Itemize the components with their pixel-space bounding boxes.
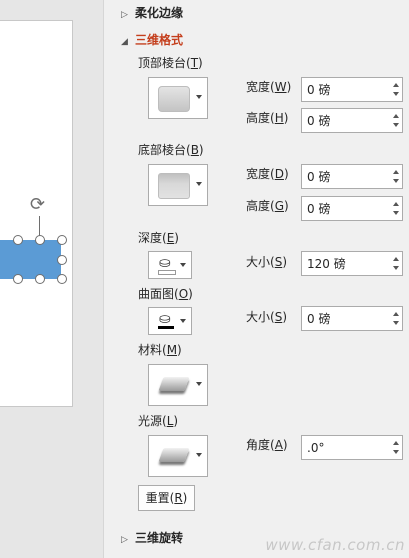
spin-down-icon[interactable] (393, 211, 399, 215)
spin-up-icon[interactable] (393, 83, 399, 87)
bottom-bevel-label: 底部棱台(B) (138, 143, 204, 157)
collapsed-arrow-icon: ▷ (121, 10, 128, 20)
resize-handle[interactable] (13, 274, 23, 284)
section-3d-format[interactable]: ◢三维格式 (121, 33, 184, 47)
section-soft-edges[interactable]: ▷柔化边缘 (121, 6, 184, 20)
slide-canvas-area: ⟳ (0, 0, 103, 558)
top-height-spinner[interactable] (301, 108, 403, 133)
bottom-height-label: 高度(G) (246, 199, 289, 213)
contour-size-label: 大小(S) (246, 310, 287, 324)
bottom-height-spinner[interactable] (301, 196, 403, 221)
bottom-width-input[interactable] (307, 168, 377, 185)
angle-spinner[interactable] (301, 435, 403, 460)
bottom-bevel-picker[interactable] (148, 164, 208, 206)
resize-handle[interactable] (57, 235, 67, 245)
resize-handle[interactable] (57, 274, 67, 284)
depth-color-swatch (158, 270, 176, 275)
rotate-handle-icon[interactable]: ⟳ (30, 194, 46, 215)
angle-input[interactable] (307, 439, 377, 456)
spin-up-icon[interactable] (393, 170, 399, 174)
spin-down-icon[interactable] (393, 450, 399, 454)
watermark: www.cfan.com.cn (265, 536, 405, 554)
bottom-height-input[interactable] (307, 200, 377, 217)
spin-up-icon[interactable] (393, 202, 399, 206)
paint-bucket-icon: ⛀ (159, 311, 171, 327)
bottom-width-spinner[interactable] (301, 164, 403, 189)
chevron-down-icon (180, 319, 186, 323)
bottom-width-label: 宽度(D) (246, 167, 289, 181)
contour-size-input[interactable] (307, 310, 377, 327)
resize-handle[interactable] (57, 255, 67, 265)
spin-down-icon[interactable] (393, 179, 399, 183)
rotation-connector (39, 216, 40, 238)
material-label: 材料(M) (138, 343, 182, 357)
top-bevel-picker[interactable] (148, 77, 208, 119)
top-width-spinner[interactable] (301, 77, 403, 102)
resize-handle[interactable] (13, 235, 23, 245)
spin-up-icon[interactable] (393, 257, 399, 261)
lighting-picker[interactable] (148, 435, 208, 477)
reset-button[interactable]: 重置(R) (138, 485, 195, 511)
lighting-label: 光源(L) (138, 414, 179, 428)
section-3d-rotation[interactable]: ▷三维旋转 (121, 531, 184, 545)
slide (0, 20, 73, 407)
bevel-preview-icon (158, 86, 190, 112)
angle-label: 角度(A) (246, 438, 288, 452)
top-height-label: 高度(H) (246, 111, 289, 125)
spin-down-icon[interactable] (393, 123, 399, 127)
spin-down-icon[interactable] (393, 321, 399, 325)
top-bevel-label: 顶部棱台(T) (138, 56, 203, 70)
contour-color-swatch (158, 326, 174, 329)
selected-shape[interactable] (0, 240, 61, 279)
spin-up-icon[interactable] (393, 114, 399, 118)
top-height-input[interactable] (307, 112, 377, 129)
chevron-down-icon (196, 382, 202, 386)
top-width-label: 宽度(W) (246, 80, 292, 94)
contour-size-spinner[interactable] (301, 306, 403, 331)
bevel-preview-icon (158, 173, 190, 199)
chevron-down-icon (196, 453, 202, 457)
depth-size-label: 大小(S) (246, 255, 287, 269)
chevron-down-icon (196, 182, 202, 186)
spin-up-icon[interactable] (393, 441, 399, 445)
spin-up-icon[interactable] (393, 312, 399, 316)
spin-down-icon[interactable] (393, 92, 399, 96)
expanded-arrow-icon: ◢ (121, 37, 128, 47)
lighting-preview-icon (158, 448, 190, 462)
depth-size-input[interactable] (307, 255, 377, 272)
pane-divider (103, 0, 104, 558)
material-picker[interactable] (148, 364, 208, 406)
paint-bucket-icon: ⛀ (159, 255, 171, 271)
chevron-down-icon (196, 95, 202, 99)
resize-handle[interactable] (35, 235, 45, 245)
resize-handle[interactable] (35, 274, 45, 284)
top-width-input[interactable] (307, 81, 377, 98)
depth-size-spinner[interactable] (301, 251, 403, 276)
contour-color-picker[interactable]: ⛀ (148, 307, 192, 335)
material-preview-icon (158, 377, 190, 391)
collapsed-arrow-icon: ▷ (121, 535, 128, 545)
depth-label: 深度(E) (138, 231, 179, 245)
spin-down-icon[interactable] (393, 266, 399, 270)
chevron-down-icon (180, 263, 186, 267)
depth-color-picker[interactable]: ⛀ (148, 251, 192, 279)
contour-label: 曲面图(O) (138, 287, 193, 301)
